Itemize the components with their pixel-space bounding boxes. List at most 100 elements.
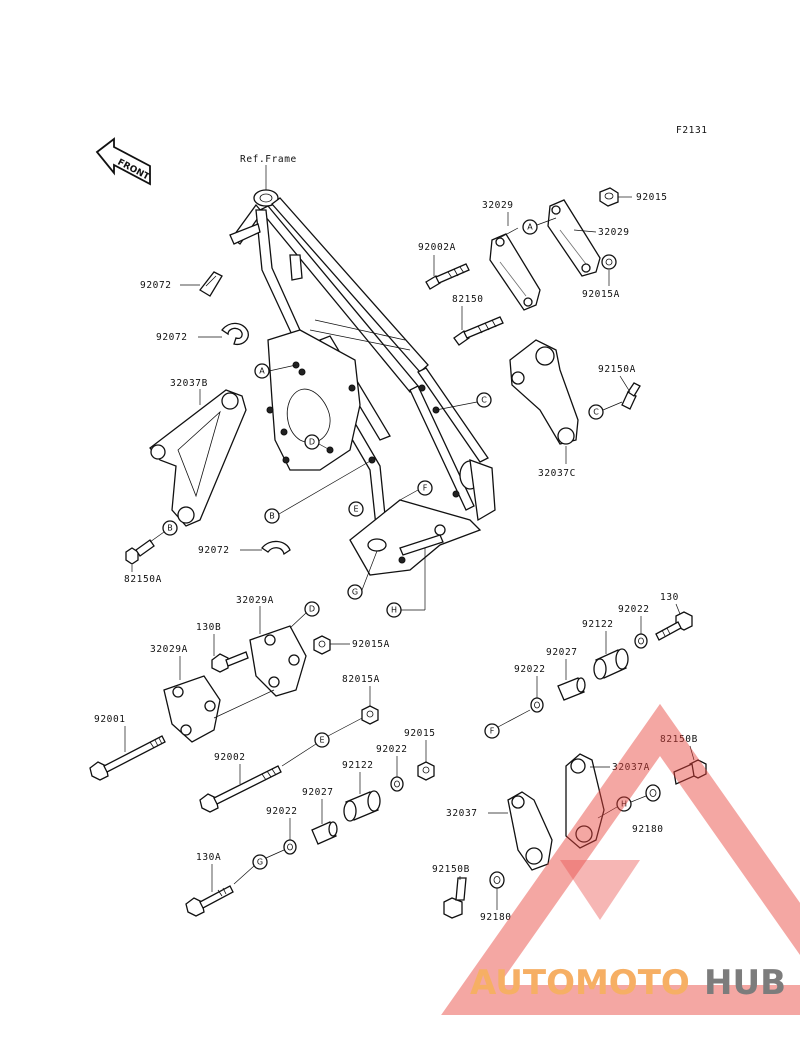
label-32029-a: 32029 bbox=[482, 200, 514, 211]
label-92180-a: 92180 bbox=[632, 824, 664, 835]
label-92022-m2: 92022 bbox=[266, 806, 298, 817]
clip-92072-c-icon bbox=[261, 540, 291, 556]
callout-D1: D bbox=[304, 434, 320, 450]
bolt-82150B-icon bbox=[673, 759, 707, 785]
label-92122-m: 92122 bbox=[342, 760, 374, 771]
washer-92180-b-icon bbox=[489, 871, 505, 889]
automotohub-watermark-logo: AUTOMOTO HUB bbox=[441, 703, 800, 1015]
clip-92072-a-icon bbox=[199, 271, 223, 297]
label-32037A: 32037A bbox=[612, 762, 650, 773]
label-82150B: 82150B bbox=[660, 734, 698, 745]
bolt-130B-icon bbox=[211, 651, 249, 673]
label-92180-b: 92180 bbox=[480, 912, 512, 923]
svg-text:B: B bbox=[167, 524, 173, 533]
callout-F1: F bbox=[417, 480, 433, 496]
watermark-brand-hub: HUB bbox=[704, 963, 786, 1003]
link-32037A-icon bbox=[565, 753, 605, 849]
svg-text:C: C bbox=[593, 408, 599, 417]
label-92072-b: 92072 bbox=[156, 332, 188, 343]
label-92027-m: 92027 bbox=[302, 787, 334, 798]
svg-text:G: G bbox=[352, 588, 358, 597]
plate-32029-pair bbox=[489, 199, 601, 311]
label-130A: 130A bbox=[196, 852, 221, 863]
callout-A2: A bbox=[522, 219, 538, 235]
callout-B1: B bbox=[264, 508, 280, 524]
svg-text:D: D bbox=[309, 605, 315, 614]
washer-92022-r1-icon bbox=[634, 633, 648, 649]
washer-92022-m-icon bbox=[390, 776, 404, 792]
svg-text:C: C bbox=[481, 396, 487, 405]
label-92122-r: 92122 bbox=[582, 619, 614, 630]
svg-text:G: G bbox=[257, 858, 263, 867]
bolt-92001-icon bbox=[89, 735, 166, 781]
svg-text:B: B bbox=[269, 512, 275, 521]
label-92022-r2: 92022 bbox=[514, 664, 546, 675]
link-32037-icon bbox=[507, 791, 553, 871]
label-32029-b: 32029 bbox=[598, 227, 630, 238]
callout-D2: D bbox=[304, 601, 320, 617]
bolt-92150A-right-icon bbox=[621, 382, 641, 410]
plate-32029A-upper-icon bbox=[249, 625, 307, 697]
frame-drawing bbox=[229, 189, 496, 576]
label-92015-mid: 92015 bbox=[404, 728, 436, 739]
label-92022-m: 92022 bbox=[376, 744, 408, 755]
svg-text:A: A bbox=[259, 367, 265, 376]
washer-92022-m2-icon bbox=[283, 839, 297, 855]
svg-text:H: H bbox=[621, 800, 627, 809]
watermark-brand-auto: AUTOMOTO bbox=[470, 963, 690, 1003]
label-92072-c: 92072 bbox=[198, 545, 230, 556]
callout-E1: E bbox=[348, 501, 364, 517]
label-130B: 130B bbox=[196, 622, 221, 633]
label-92150A-right: 92150A bbox=[598, 364, 636, 375]
bolt-130A-icon bbox=[185, 885, 234, 917]
bolt-92002-icon bbox=[199, 765, 282, 813]
callout-B2: B bbox=[162, 520, 178, 536]
ref-frame-label: Ref.Frame bbox=[240, 154, 297, 165]
label-82150A-left: 82150A bbox=[124, 574, 162, 585]
bracket-32037C-icon bbox=[509, 339, 579, 445]
svg-text:F: F bbox=[423, 484, 428, 493]
collar-92027-r-icon bbox=[557, 677, 586, 701]
washer-92015A-top-icon bbox=[601, 254, 617, 270]
nut-92015A-mid-icon bbox=[313, 635, 331, 655]
front-arrow-icon: FRONT bbox=[95, 137, 151, 186]
bolt-130-icon bbox=[655, 611, 693, 641]
bushing-92122-r-icon bbox=[593, 648, 629, 680]
plate-32029A-lower-icon bbox=[163, 675, 221, 743]
label-32037: 32037 bbox=[446, 808, 478, 819]
callout-H1: H bbox=[386, 602, 402, 618]
label-82015A: 82015A bbox=[342, 674, 380, 685]
bolt-92002A-icon bbox=[425, 263, 470, 290]
nut-92015-top-icon bbox=[599, 187, 619, 207]
collar-92027-m-icon bbox=[311, 821, 338, 845]
label-92002A: 92002A bbox=[418, 242, 456, 253]
svg-text:F: F bbox=[490, 727, 495, 736]
label-92015A-top: 92015A bbox=[582, 289, 620, 300]
callout-G2: G bbox=[252, 854, 268, 870]
bolt-92150B-icon bbox=[443, 877, 467, 919]
nut-92015-mid-icon bbox=[417, 761, 435, 781]
svg-text:D: D bbox=[309, 438, 315, 447]
label-32029A-b: 32029A bbox=[150, 644, 188, 655]
bolt-82150A-left-icon bbox=[125, 539, 155, 565]
label-32037C: 32037C bbox=[538, 468, 576, 479]
label-130: 130 bbox=[660, 592, 679, 603]
label-82150: 82150 bbox=[452, 294, 484, 305]
callout-A1: A bbox=[254, 363, 270, 379]
washer-92022-r2-icon bbox=[530, 697, 544, 713]
label-92015A-mid: 92015A bbox=[352, 639, 390, 650]
callout-F2: F bbox=[484, 723, 500, 739]
label-92002: 92002 bbox=[214, 752, 246, 763]
callout-G1: G bbox=[347, 584, 363, 600]
svg-text:E: E bbox=[353, 505, 358, 514]
clip-92072-b-icon bbox=[221, 322, 249, 346]
bolt-82150-icon bbox=[453, 316, 504, 346]
svg-text:A: A bbox=[527, 223, 533, 232]
bracket-32037B-icon bbox=[149, 389, 247, 527]
label-92150B: 92150B bbox=[432, 864, 470, 875]
callout-E2: E bbox=[314, 732, 330, 748]
label-32037B: 32037B bbox=[170, 378, 208, 389]
callout-C1: C bbox=[476, 392, 492, 408]
bushing-92122-m-icon bbox=[343, 790, 381, 822]
